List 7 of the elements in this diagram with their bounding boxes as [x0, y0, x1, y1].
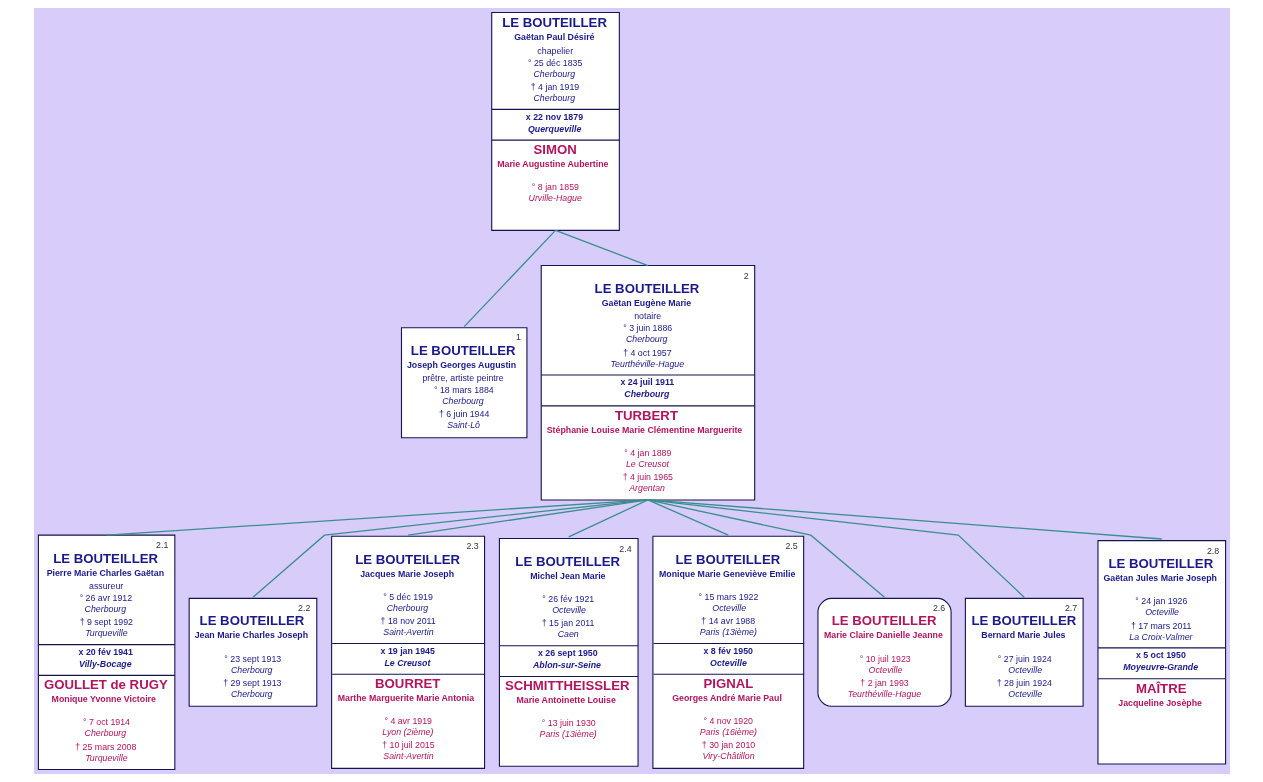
connector	[463, 229, 556, 328]
connector	[251, 499, 649, 598]
connector	[105, 499, 649, 536]
connector	[646, 499, 1162, 540]
connector	[554, 229, 649, 267]
connector	[406, 499, 649, 536]
connector	[567, 499, 649, 538]
